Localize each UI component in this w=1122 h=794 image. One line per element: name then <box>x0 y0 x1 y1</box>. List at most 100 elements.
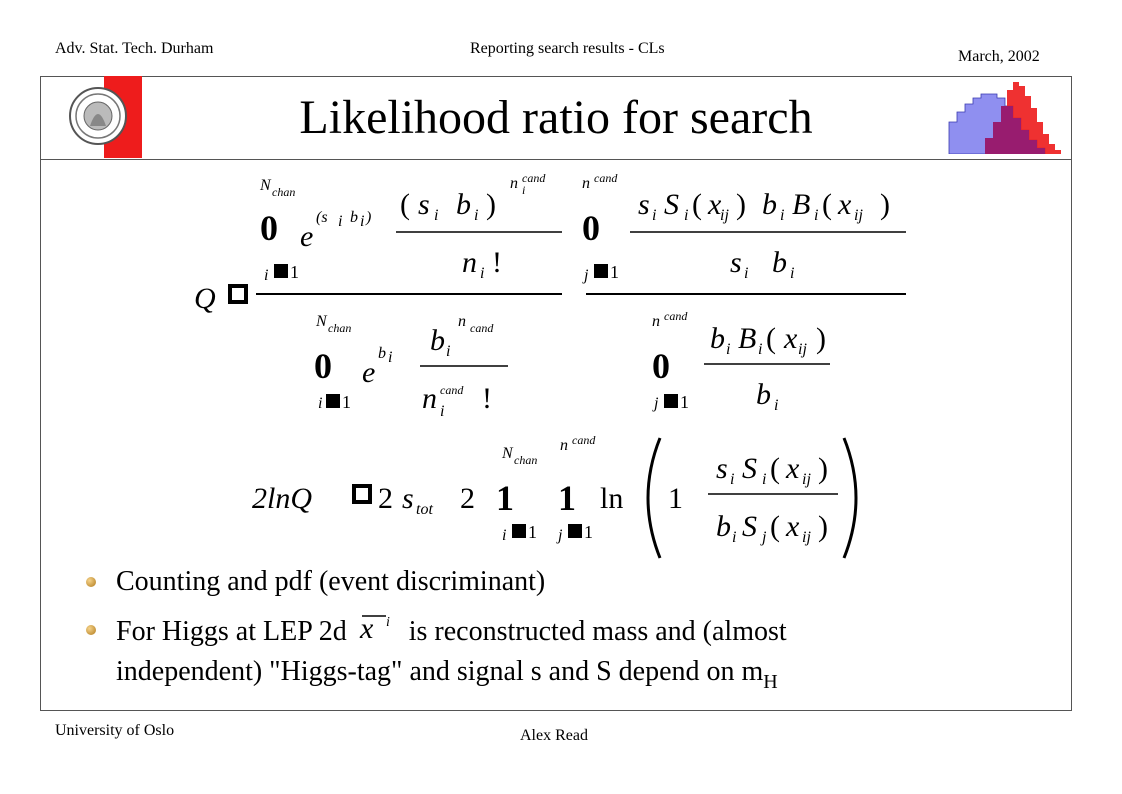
svg-text:n: n <box>462 246 477 279</box>
svg-text:b: b <box>350 209 358 226</box>
svg-text:): ) <box>486 188 496 221</box>
bullet-icon <box>86 625 96 635</box>
svg-text:j: j <box>582 267 589 284</box>
svg-text:0: 0 <box>314 346 332 386</box>
slide-title: Likelihood ratio for search <box>299 91 813 144</box>
svg-text:(: ( <box>766 322 776 355</box>
bullet-list: Counting and pdf (event discriminant) Fo… <box>86 562 1066 702</box>
svg-text:n: n <box>510 175 518 192</box>
svg-text:j: j <box>760 529 767 546</box>
svg-text:x: x <box>359 612 374 644</box>
svg-text:ij: ij <box>802 529 811 546</box>
svg-text:i: i <box>388 349 392 366</box>
svg-text:(: ( <box>770 510 780 543</box>
svg-text:tot: tot <box>416 501 433 518</box>
svg-text:): ) <box>818 510 828 543</box>
svg-text:2: 2 <box>460 482 475 515</box>
bullet-text-part2: is reconstructed mass and (almost <box>408 616 787 647</box>
svg-text:0: 0 <box>652 346 670 386</box>
svg-text:): ) <box>365 209 371 226</box>
svg-text:i: i <box>758 341 762 358</box>
svg-text:1: 1 <box>558 478 576 518</box>
university-seal-logo <box>69 76 142 158</box>
svg-text:b: b <box>456 188 471 221</box>
mass-subscript: H <box>763 671 778 693</box>
svg-text:1: 1 <box>584 522 593 542</box>
svg-text:n: n <box>422 382 437 415</box>
svg-text:ij: ij <box>798 341 807 358</box>
svg-text:x: x <box>783 322 798 355</box>
svg-text:!: ! <box>482 382 492 415</box>
svg-text:1: 1 <box>290 262 299 282</box>
svg-text:b: b <box>710 322 725 355</box>
svg-text:B: B <box>738 322 756 355</box>
svg-text:j: j <box>652 395 659 412</box>
svg-text:x: x <box>785 452 800 485</box>
svg-text:i: i <box>730 471 734 488</box>
svg-text:cand: cand <box>522 171 546 185</box>
svg-text:B: B <box>792 188 810 221</box>
svg-text:ln: ln <box>600 482 623 515</box>
svg-text:b: b <box>716 510 731 543</box>
svg-text:n: n <box>458 313 466 330</box>
svg-text:cand: cand <box>572 433 596 447</box>
svg-text:n: n <box>652 313 660 330</box>
svg-text:): ) <box>818 452 828 485</box>
svg-text:0: 0 <box>582 208 600 248</box>
svg-text:chan: chan <box>514 453 537 467</box>
svg-text:i: i <box>522 183 525 197</box>
svg-text:b: b <box>756 378 771 411</box>
slide-frame <box>40 76 1072 711</box>
header-left: Adv. Stat. Tech. Durham <box>55 40 214 57</box>
svg-text:i: i <box>446 343 450 360</box>
svg-text:i: i <box>780 207 784 224</box>
svg-text:S: S <box>742 452 757 485</box>
svg-text:N: N <box>259 177 272 194</box>
svg-text:S: S <box>664 188 679 221</box>
bullet-text: Counting and pdf (event discriminant) <box>116 566 546 597</box>
svg-text:s: s <box>418 188 430 221</box>
header-right: March, 2002 <box>958 48 1040 65</box>
title-divider <box>40 159 1072 160</box>
svg-text:1: 1 <box>528 522 537 542</box>
svg-text:ij: ij <box>854 207 863 224</box>
svg-text:i: i <box>814 207 818 224</box>
svg-text:ij: ij <box>802 471 811 488</box>
svg-text:i: i <box>790 265 794 282</box>
svg-text:N: N <box>501 445 514 462</box>
svg-text:i: i <box>726 341 730 358</box>
svg-text:1: 1 <box>680 392 689 412</box>
svg-text:s: s <box>638 188 650 221</box>
svg-text:(: ( <box>400 188 410 221</box>
svg-text:1: 1 <box>668 482 683 515</box>
svg-text:(s: (s <box>316 209 328 226</box>
svg-text:cand: cand <box>594 171 618 185</box>
svg-text:): ) <box>736 188 746 221</box>
svg-text:i: i <box>338 213 342 230</box>
svg-text:i: i <box>386 615 390 630</box>
bullet-text-line2: independent) "Higgs-tag" and signal s an… <box>116 656 764 687</box>
svg-text:cand: cand <box>664 309 688 323</box>
svg-text:e: e <box>300 220 313 253</box>
svg-text:b: b <box>772 246 787 279</box>
svg-text:s: s <box>716 452 728 485</box>
bullet-item: For Higgs at LEP 2d x i is reconstructed… <box>86 610 1066 694</box>
svg-text:e: e <box>362 356 375 389</box>
svg-text:x: x <box>785 510 800 543</box>
svg-text:(: ( <box>692 188 702 221</box>
svg-text:(: ( <box>822 188 832 221</box>
svg-text:i: i <box>480 265 484 282</box>
svg-text:i: i <box>774 397 778 414</box>
svg-text:j: j <box>556 527 563 544</box>
svg-text:i: i <box>360 213 364 230</box>
x-vector-symbol-icon: x i <box>359 612 390 645</box>
svg-text:n: n <box>582 175 590 192</box>
svg-text:x: x <box>707 188 722 221</box>
svg-text:2: 2 <box>378 482 393 515</box>
svg-text:i: i <box>264 267 268 284</box>
svg-text:i: i <box>762 471 766 488</box>
svg-text:s: s <box>730 246 742 279</box>
svg-text:i: i <box>474 207 478 224</box>
svg-text:!: ! <box>492 246 502 279</box>
